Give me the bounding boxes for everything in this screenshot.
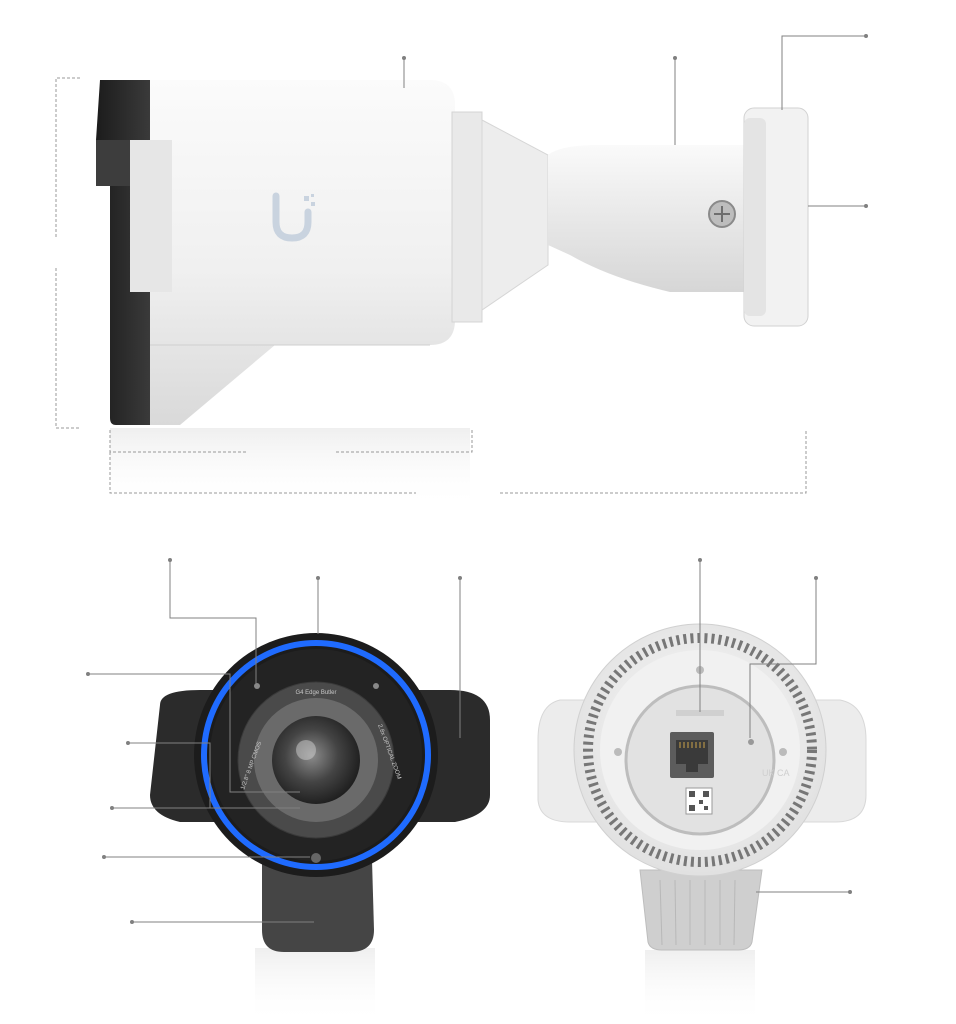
rear-callout-dots — [698, 558, 852, 894]
side-view — [55, 34, 868, 508]
rear-reflection — [645, 950, 755, 1024]
side-reflection — [110, 428, 470, 508]
ethernet-port-icon — [670, 732, 714, 778]
side-callouts — [403, 35, 868, 207]
reset-button — [748, 739, 754, 745]
rear-cert-label: UK CA — [762, 768, 790, 778]
qr-code — [685, 787, 713, 815]
camera-housing — [150, 80, 455, 425]
microphone-icon — [311, 853, 321, 863]
rear-view: UK CA — [537, 558, 867, 1024]
rear-cone — [481, 119, 549, 311]
front-callout-dots — [86, 558, 462, 924]
rear-collar — [451, 111, 483, 323]
dimension-lines — [55, 77, 807, 494]
lens-glint — [296, 740, 316, 760]
front-reflection — [255, 948, 375, 1024]
model-label — [676, 710, 724, 716]
rear-callouts — [699, 560, 850, 893]
ubiquiti-logo-icon — [272, 192, 315, 242]
base-edge — [744, 118, 766, 316]
front-view: G4 Edge Butler 1/2.8" 8 MP CMOS 2.8x OPT… — [86, 558, 490, 1024]
hood-plate — [130, 140, 172, 292]
screw-left-icon — [614, 748, 622, 756]
stem-ribs — [659, 879, 736, 946]
front-callouts — [88, 560, 461, 923]
screw-right-icon — [779, 748, 787, 756]
rear-stem — [639, 869, 763, 951]
ir-sensor-right — [373, 683, 379, 689]
side-callout-dots — [402, 34, 868, 208]
led-ring — [201, 640, 431, 870]
ir-sensor-left — [254, 683, 260, 689]
lens — [272, 716, 360, 804]
mount-arm — [548, 145, 750, 292]
lens-text-top: G4 Edge Butler — [295, 690, 336, 696]
front-chin — [262, 860, 374, 952]
